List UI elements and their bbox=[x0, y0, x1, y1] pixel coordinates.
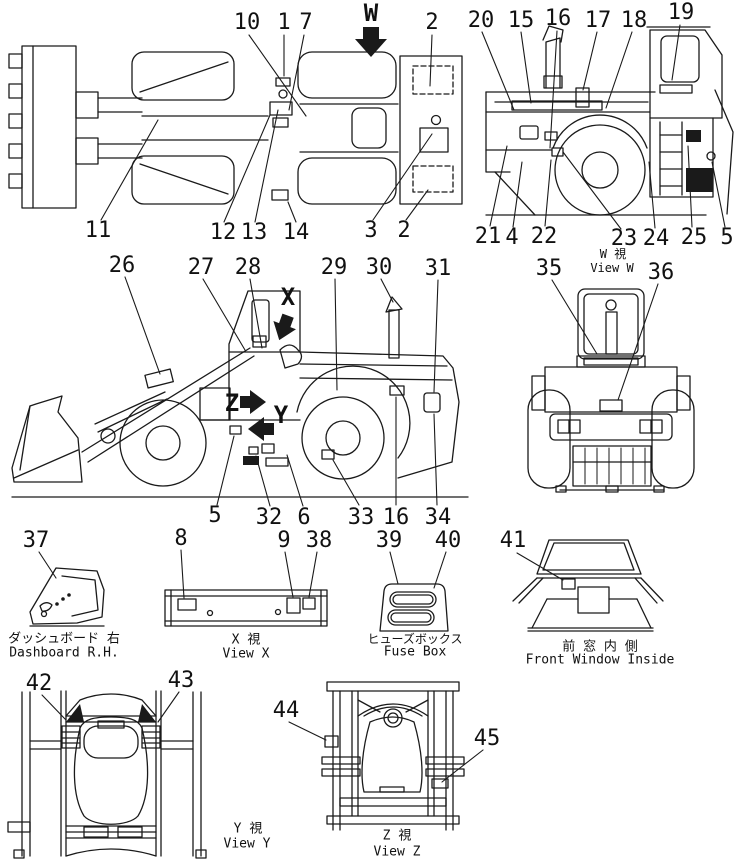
dashboard-drawing bbox=[29, 567, 105, 627]
callout-2-top: 2 bbox=[425, 10, 439, 35]
view-marker-z: Z bbox=[224, 389, 240, 417]
callout-leader-lines bbox=[38, 24, 726, 783]
callout-39: 39 bbox=[375, 528, 403, 553]
view-marker-y: Y bbox=[273, 401, 289, 429]
callout-17: 17 bbox=[584, 8, 612, 33]
callout-10: 10 bbox=[233, 10, 261, 35]
callout-12: 12 bbox=[209, 220, 237, 245]
callout-18: 18 bbox=[620, 8, 648, 33]
callout-1: 1 bbox=[277, 10, 291, 35]
callout-30: 30 bbox=[365, 255, 393, 280]
callout-45: 45 bbox=[473, 726, 501, 751]
caption-dashboard-jp: ダッシュボード 右 bbox=[8, 631, 120, 647]
callout-7: 7 bbox=[299, 10, 313, 35]
callout-16-mid: 16 bbox=[382, 505, 410, 530]
callout-21: 21 bbox=[474, 224, 502, 249]
callout-14: 14 bbox=[282, 220, 310, 245]
callout-32: 32 bbox=[255, 505, 283, 530]
callout-37: 37 bbox=[22, 528, 50, 553]
callout-34: 34 bbox=[424, 505, 452, 530]
callout-2-bottom: 2 bbox=[397, 218, 411, 243]
caption-view-y-en: View Y bbox=[223, 836, 271, 852]
callout-4: 4 bbox=[505, 225, 519, 250]
rear-side-view-drawing bbox=[485, 25, 734, 216]
callout-25: 25 bbox=[680, 225, 708, 250]
callout-11: 11 bbox=[84, 218, 112, 243]
rear-view-w-drawing bbox=[527, 288, 695, 493]
callout-26: 26 bbox=[108, 253, 136, 278]
view-arrow-x bbox=[273, 313, 296, 341]
caption-view-w-jp: W 視 bbox=[599, 247, 627, 261]
callout-9: 9 bbox=[277, 528, 291, 553]
callout-38: 38 bbox=[305, 528, 333, 553]
view-z-drawing bbox=[321, 681, 465, 831]
caption-fuse-box-jp: ヒューズボックス bbox=[367, 632, 463, 646]
fuse-box-drawing bbox=[379, 583, 449, 632]
callout-42: 42 bbox=[25, 671, 53, 696]
view-arrow-y bbox=[248, 417, 274, 441]
callout-15: 15 bbox=[507, 8, 535, 33]
side-view-drawing bbox=[11, 290, 469, 498]
caption-view-x-jp: X 視 bbox=[231, 632, 261, 648]
caption-fuse-box-en: Fuse Box bbox=[383, 644, 447, 660]
view-marker-w: W bbox=[363, 0, 379, 27]
callout-36: 36 bbox=[647, 260, 675, 285]
callout-27: 27 bbox=[187, 255, 215, 280]
callout-23: 23 bbox=[610, 226, 638, 251]
callout-24: 24 bbox=[642, 226, 670, 251]
caption-front-window-jp: 前 窓 内 側 bbox=[562, 639, 638, 655]
caption-view-z-en: View Z bbox=[373, 844, 421, 859]
callout-13: 13 bbox=[240, 220, 268, 245]
view-arrow-z bbox=[240, 390, 266, 414]
callout-8: 8 bbox=[174, 526, 188, 551]
callout-29: 29 bbox=[320, 255, 348, 280]
callout-6: 6 bbox=[297, 505, 311, 530]
caption-front-window-en: Front Window Inside bbox=[525, 652, 675, 668]
callout-44: 44 bbox=[272, 698, 300, 723]
callout-3: 3 bbox=[364, 218, 378, 243]
caption-view-z-jp: Z 視 bbox=[382, 828, 412, 844]
caption-view-w-en: View W bbox=[590, 261, 634, 275]
view-marker-x: X bbox=[280, 283, 296, 311]
callout-43: 43 bbox=[167, 668, 195, 693]
callout-41: 41 bbox=[499, 528, 527, 553]
view-x-drawing bbox=[164, 589, 328, 627]
front-window-drawing bbox=[512, 539, 664, 632]
callout-22: 22 bbox=[530, 224, 558, 249]
caption-dashboard-en: Dashboard R.H. bbox=[9, 645, 119, 661]
callout-40: 40 bbox=[434, 528, 462, 553]
view-arrow-w bbox=[355, 27, 387, 57]
caption-view-x-en: View X bbox=[222, 646, 270, 662]
callout-5-mid: 5 bbox=[208, 503, 222, 528]
callout-5-right: 5 bbox=[720, 225, 734, 250]
callout-20: 20 bbox=[467, 8, 495, 33]
callout-19: 19 bbox=[667, 0, 695, 25]
callout-33: 33 bbox=[347, 505, 375, 530]
callout-16-top: 16 bbox=[544, 6, 572, 31]
callout-28: 28 bbox=[234, 255, 262, 280]
caption-view-y-jp: Y 視 bbox=[233, 821, 263, 837]
view-y-drawing bbox=[7, 690, 207, 859]
callout-31: 31 bbox=[424, 256, 452, 281]
callout-35: 35 bbox=[535, 256, 563, 281]
plan-view-drawing bbox=[8, 45, 463, 209]
